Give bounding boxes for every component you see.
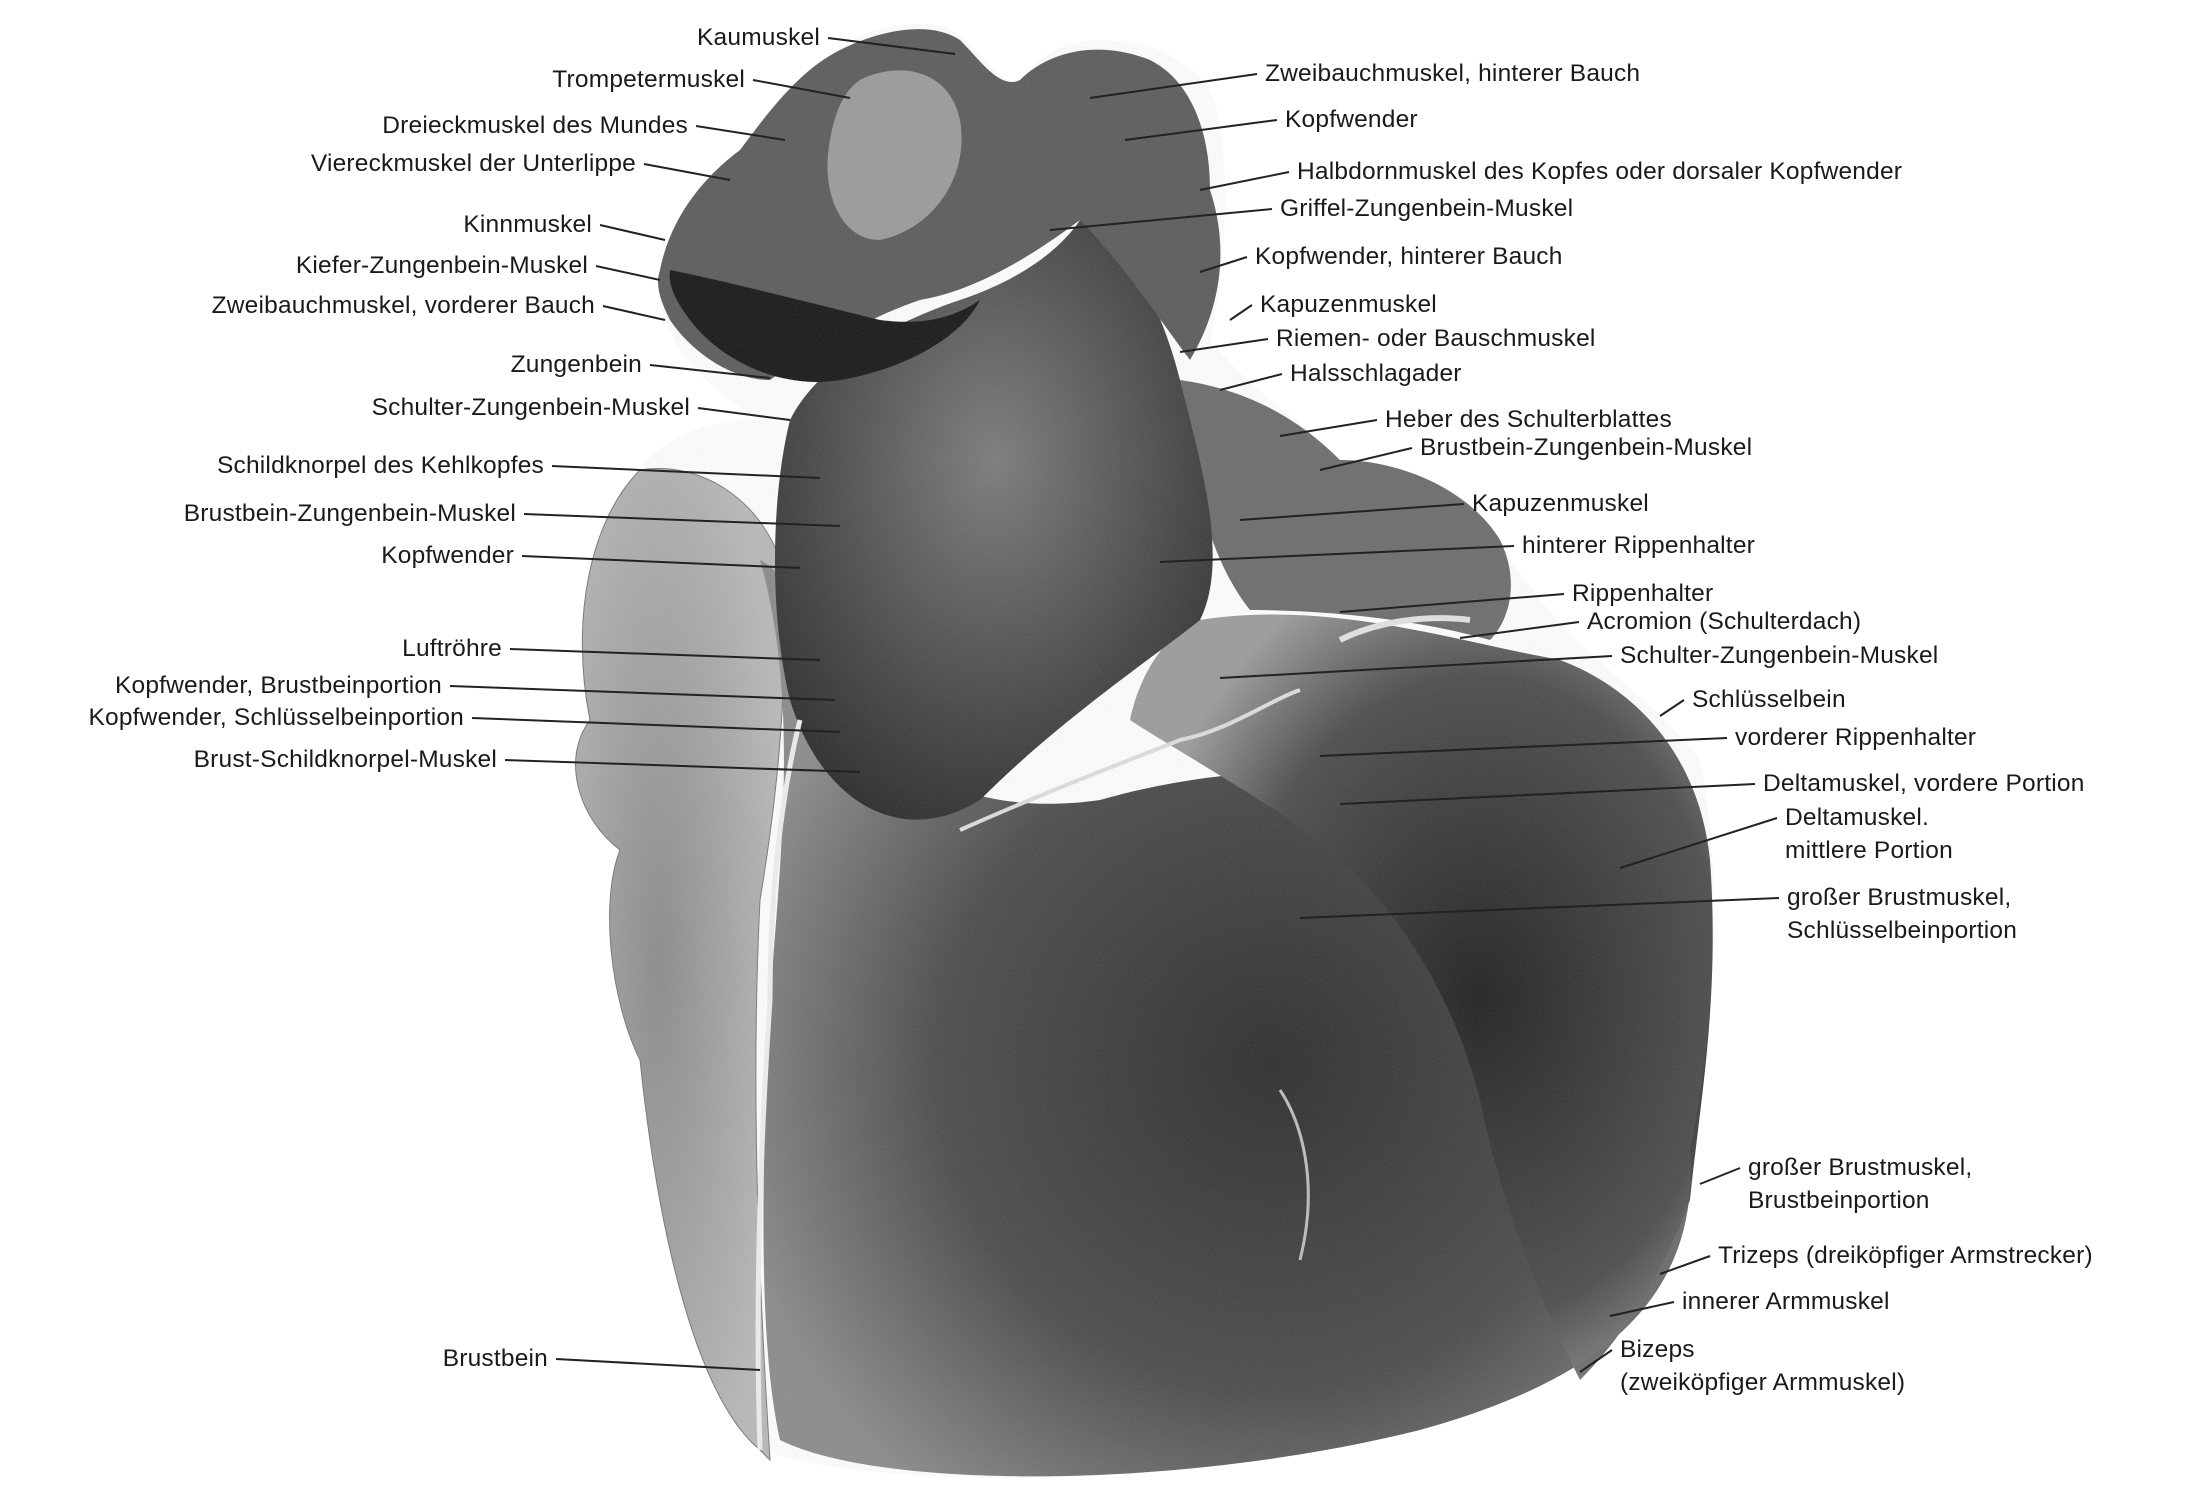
- label-line: Rippenhalter: [1572, 582, 1713, 607]
- label-line: Zweibauchmuskel, hinterer Bauch: [1265, 62, 1640, 87]
- label-line: Riemen- oder Bauschmuskel: [1276, 327, 1596, 352]
- label-line: Acromion (Schulterdach): [1587, 610, 1861, 635]
- label-griffel-zungenbein-muskel: Griffel-Zungenbein-Muskel: [1280, 197, 1573, 222]
- label-line: Heber des Schulterblattes: [1385, 408, 1672, 433]
- label-line: Schlüsselbeinportion: [1787, 919, 2017, 944]
- label-brustbein-zungenbein-muskel: Brustbein-Zungenbein-Muskel: [184, 502, 516, 527]
- leader-right-20: [1700, 1168, 1740, 1184]
- label-bizeps-zweikopfiger-armmuskel: Bizeps (zweiköpfiger Armmuskel): [1620, 1338, 1905, 1395]
- leader-right-5: [1230, 305, 1252, 320]
- label-line: großer Brustmuskel,: [1787, 886, 2017, 911]
- label-line: großer Brustmuskel,: [1748, 1156, 1972, 1181]
- leader-right-15: [1660, 700, 1684, 716]
- label-halbdornmuskel-des-kopfes-oder-dorsaler-kopfwender: Halbdornmuskel des Kopfes oder dorsaler …: [1297, 160, 1902, 185]
- label-luftrohre: Luftröhre: [402, 637, 502, 662]
- label-zweibauchmuskel-vorderer-bauch: Zweibauchmuskel, vorderer Bauch: [212, 294, 595, 319]
- leader-left-4: [600, 225, 665, 240]
- label-brust-schildknorpel-muskel: Brust-Schildknorpel-Muskel: [194, 748, 497, 773]
- label-line: mittlere Portion: [1785, 839, 1953, 864]
- label-line: Schulter-Zungenbein-Muskel: [1620, 644, 1938, 669]
- leader-left-6: [603, 306, 665, 320]
- label-line: Halbdornmuskel des Kopfes oder dorsaler …: [1297, 160, 1902, 185]
- label-trompetermuskel: Trompetermuskel: [552, 68, 745, 93]
- label-line: Bizeps: [1620, 1338, 1905, 1363]
- label-schulter-zungenbein-muskel: Schulter-Zungenbein-Muskel: [372, 396, 690, 421]
- label-line: Kapuzenmuskel: [1260, 293, 1437, 318]
- label-schildknorpel-des-kehlkopfes: Schildknorpel des Kehlkopfes: [217, 454, 544, 479]
- label-acromion-schulterdach: Acromion (Schulterdach): [1587, 610, 1861, 635]
- leader-left-5: [596, 266, 660, 280]
- label-line: Schlüsselbein: [1692, 688, 1846, 713]
- label-kinnmuskel: Kinnmuskel: [463, 213, 592, 238]
- label-line: Halsschlagader: [1290, 362, 1462, 387]
- label-schulter-zungenbein-muskel: Schulter-Zungenbein-Muskel: [1620, 644, 1938, 669]
- label-line: Kapuzenmuskel: [1472, 492, 1649, 517]
- label-rippenhalter: Rippenhalter: [1572, 582, 1713, 607]
- label-zungenbein: Zungenbein: [511, 353, 642, 378]
- label-brustbein: Brustbein: [443, 1347, 548, 1372]
- label-hinterer-rippenhalter: hinterer Rippenhalter: [1522, 534, 1755, 559]
- label-line: Kopfwender, hinterer Bauch: [1255, 245, 1563, 270]
- label-line: Deltamuskel.: [1785, 806, 1953, 831]
- label-deltamuskel-vordere-portion: Deltamuskel, vordere Portion: [1763, 772, 2085, 797]
- label-line: Griffel-Zungenbein-Muskel: [1280, 197, 1573, 222]
- label-line: hinterer Rippenhalter: [1522, 534, 1755, 559]
- label-line: Brustbein-Zungenbein-Muskel: [1420, 436, 1752, 461]
- label-vorderer-rippenhalter: vorderer Rippenhalter: [1735, 726, 1976, 751]
- label-kiefer-zungenbein-muskel: Kiefer-Zungenbein-Muskel: [296, 254, 588, 279]
- label-kapuzenmuskel: Kapuzenmuskel: [1260, 293, 1437, 318]
- label-kopfwender-brustbeinportion: Kopfwender, Brustbeinportion: [115, 674, 442, 699]
- label-brustbein-zungenbein-muskel: Brustbein-Zungenbein-Muskel: [1420, 436, 1752, 461]
- label-trizeps-dreikopfiger-armstrecker: Trizeps (dreiköpfiger Armstrecker): [1718, 1244, 2093, 1269]
- label-dreieckmuskel-des-mundes: Dreieckmuskel des Mundes: [382, 114, 688, 139]
- label-line: Trizeps (dreiköpfiger Armstrecker): [1718, 1244, 2093, 1269]
- label-grosser-brustmuskel-brustbeinportion: großer Brustmuskel, Brustbeinportion: [1748, 1156, 1972, 1213]
- label-line: innerer Armmuskel: [1682, 1290, 1890, 1315]
- label-deltamuskel-mittlere-portion: Deltamuskel. mittlere Portion: [1785, 806, 1953, 863]
- figure-body: [576, 24, 1714, 1478]
- label-kopfwender-schlusselbeinportion: Kopfwender, Schlüsselbeinportion: [88, 706, 464, 731]
- label-riemen-oder-bauschmuskel: Riemen- oder Bauschmuskel: [1276, 327, 1596, 352]
- label-line: Brustbeinportion: [1748, 1189, 1972, 1214]
- label-viereckmuskel-der-unterlippe: Viereckmuskel der Unterlippe: [311, 152, 636, 177]
- label-line: Deltamuskel, vordere Portion: [1763, 772, 2085, 797]
- label-line: Kopfwender: [1285, 108, 1418, 133]
- label-halsschlagader: Halsschlagader: [1290, 362, 1462, 387]
- label-kopfwender: Kopfwender: [381, 544, 514, 569]
- label-kapuzenmuskel: Kapuzenmuskel: [1472, 492, 1649, 517]
- label-zweibauchmuskel-hinterer-bauch: Zweibauchmuskel, hinterer Bauch: [1265, 62, 1640, 87]
- label-kaumuskel: Kaumuskel: [697, 26, 820, 51]
- label-kopfwender-hinterer-bauch: Kopfwender, hinterer Bauch: [1255, 245, 1563, 270]
- label-grosser-brustmuskel-schlusselbeinportion: großer Brustmuskel, Schlüsselbeinportion: [1787, 886, 2017, 943]
- label-kopfwender: Kopfwender: [1285, 108, 1418, 133]
- label-schlusselbein: Schlüsselbein: [1692, 688, 1846, 713]
- label-line: (zweiköpfiger Armmuskel): [1620, 1371, 1905, 1396]
- label-line: vorderer Rippenhalter: [1735, 726, 1976, 751]
- label-innerer-armmuskel: innerer Armmuskel: [1682, 1290, 1890, 1315]
- label-heber-des-schulterblattes: Heber des Schulterblattes: [1385, 408, 1672, 433]
